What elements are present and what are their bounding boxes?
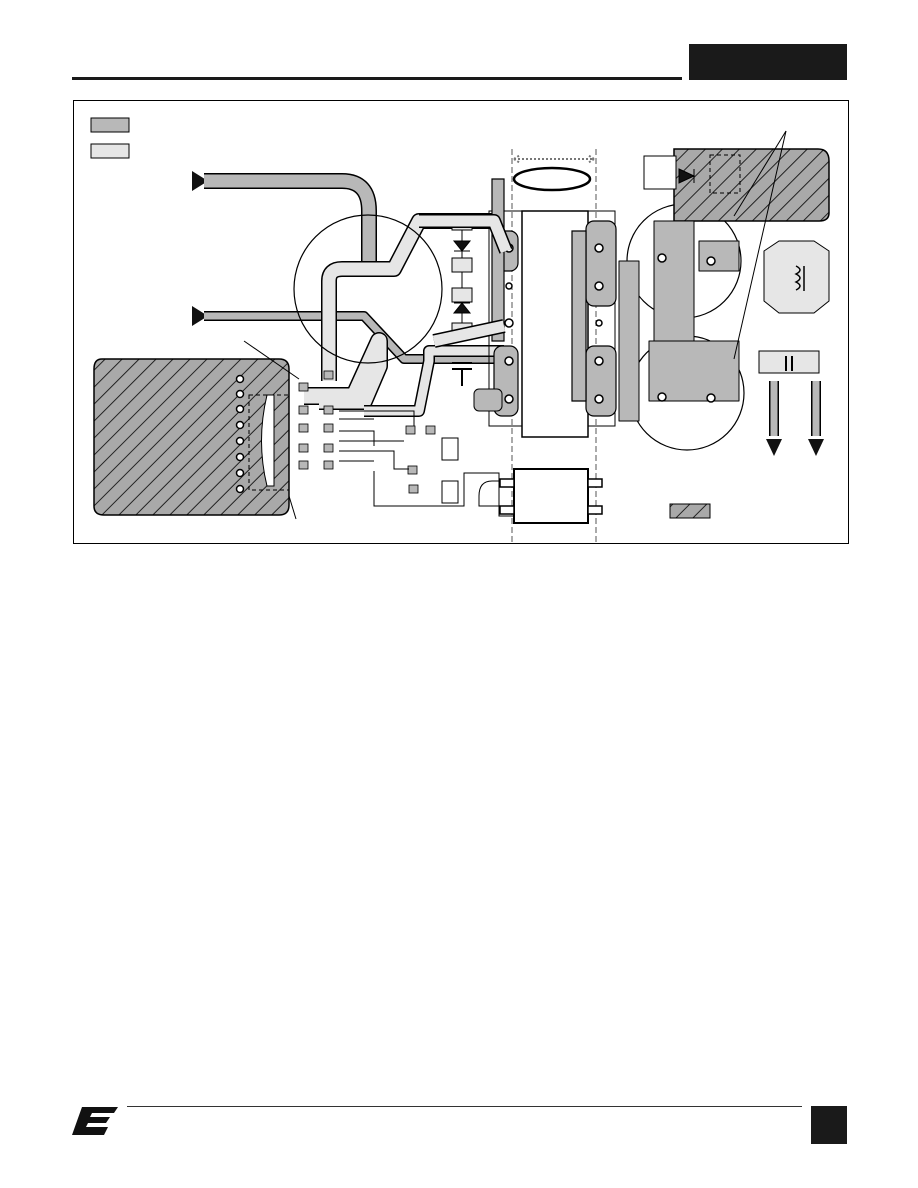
secondary-traces xyxy=(618,220,740,422)
header-rule xyxy=(72,77,682,80)
legend-swatch-dark xyxy=(90,117,130,133)
input-arrow-icon-1 xyxy=(192,171,208,191)
pcb-layout-drawing xyxy=(90,117,830,545)
diode-icon xyxy=(678,168,696,184)
highlight-circle-left xyxy=(293,214,443,364)
control-traces xyxy=(339,410,514,517)
trace-input-upper xyxy=(204,173,377,271)
output-filter-box xyxy=(763,240,830,314)
company-logo-icon xyxy=(72,1107,118,1135)
hatched-area-left xyxy=(93,358,290,516)
transformer-winding-ellipse xyxy=(512,166,592,192)
light-traces-left xyxy=(304,213,504,417)
output-cap-body xyxy=(758,350,820,374)
output-diode-box xyxy=(643,155,677,190)
output-arrow-icon-2 xyxy=(808,439,824,456)
footer-rule xyxy=(127,1106,802,1107)
callout-lines xyxy=(243,130,787,520)
ic-body xyxy=(261,394,275,487)
connector-pins-left xyxy=(235,374,245,494)
footer-page-block xyxy=(811,1106,847,1144)
hatched-area-right xyxy=(673,148,830,222)
legend-swatch-light xyxy=(90,143,130,159)
inductor-icon xyxy=(794,265,805,291)
input-arrow-icon-2 xyxy=(192,306,208,326)
optocoupler-icon xyxy=(499,478,603,515)
secondary-pins xyxy=(657,253,716,403)
pcb-layout-figure xyxy=(73,100,849,545)
transformer-pins-secondary xyxy=(594,243,604,404)
primary-clamp-pad xyxy=(473,388,503,412)
smd-components xyxy=(298,370,436,494)
diode-icon xyxy=(452,302,472,314)
output-arrow-icon-1 xyxy=(766,439,782,456)
transformer-secondary-pads xyxy=(571,220,617,417)
capacitor-icon xyxy=(785,356,793,371)
header-title-block xyxy=(689,44,847,80)
legend-swatch-hatched xyxy=(669,503,711,519)
diode-column xyxy=(451,215,473,338)
diode-icon xyxy=(452,240,472,252)
optocoupler-body xyxy=(513,468,589,524)
output-diode-dashed xyxy=(709,154,741,194)
ic-outline-dashed xyxy=(248,394,290,491)
transformer-pins-primary xyxy=(504,243,514,404)
capacitor-icon xyxy=(452,362,472,386)
dimension-arrow xyxy=(513,154,595,164)
